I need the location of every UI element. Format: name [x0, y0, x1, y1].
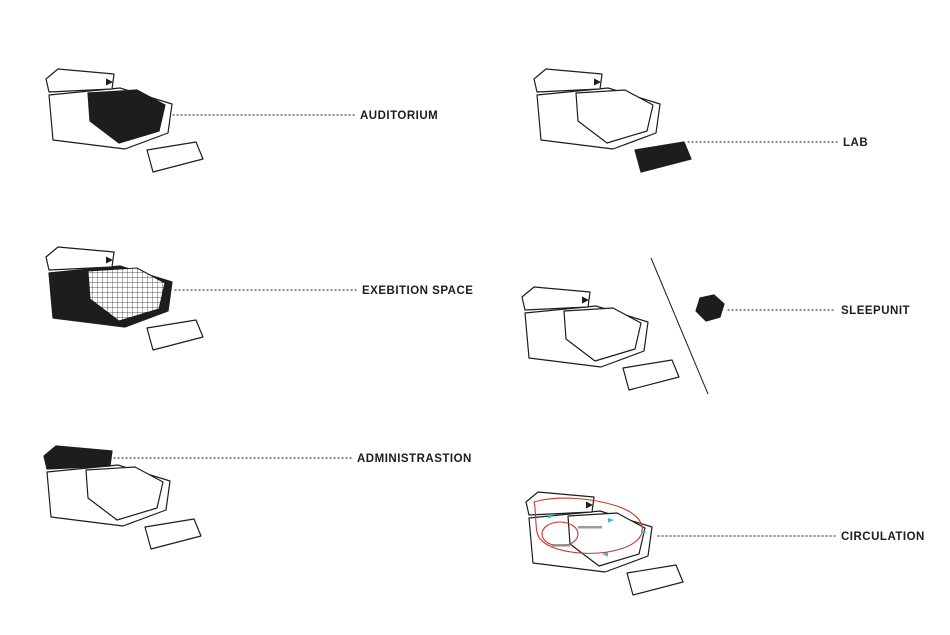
diagram-label-circulation: CIRCULATION: [841, 531, 925, 543]
building-top-bar: [45, 246, 115, 271]
diagram-label-administrastion: ADMINISTRASTION: [357, 453, 472, 465]
diagram-label-exebition: EXEBITION SPACE: [362, 285, 473, 297]
lab-highlight: [634, 141, 692, 173]
tiny-annotation-mark: [552, 544, 570, 547]
diagram-label-sleepunit: SLEEPUNIT: [841, 305, 910, 317]
diagram-administrastion: [43, 445, 202, 550]
circulation-route: [533, 497, 643, 554]
sleepunit-axis-line: [650, 257, 709, 395]
building-annex: [146, 141, 204, 173]
building-annex: [144, 518, 202, 550]
diagram-circulation: [525, 491, 684, 596]
diagram-label-lab: LAB: [843, 137, 868, 149]
building-annex: [622, 359, 680, 391]
building-top-bar: [525, 491, 595, 516]
tiny-annotation-mark: [578, 526, 602, 529]
building-top-bar: [45, 68, 115, 93]
diagram-lab: [533, 68, 692, 173]
circulation-arrow-icon: [641, 530, 647, 535]
sleepunit-highlight: [695, 294, 725, 322]
building-top-bar: [521, 286, 591, 311]
building-annex: [626, 564, 684, 596]
administrastion-highlight: [43, 445, 113, 470]
building-annex: [146, 319, 204, 351]
circulation-arrow-icon: [548, 514, 554, 519]
diagram-auditorium: [45, 68, 204, 173]
diagram-exebition-space: [45, 246, 204, 351]
building-top-bar: [533, 68, 603, 93]
diagram-sleepunit: [521, 286, 680, 391]
circulation-arrow-icon: [608, 518, 614, 523]
circulation-arrow-icon: [602, 552, 608, 557]
diagram-label-auditorium: AUDITORIUM: [360, 110, 438, 122]
